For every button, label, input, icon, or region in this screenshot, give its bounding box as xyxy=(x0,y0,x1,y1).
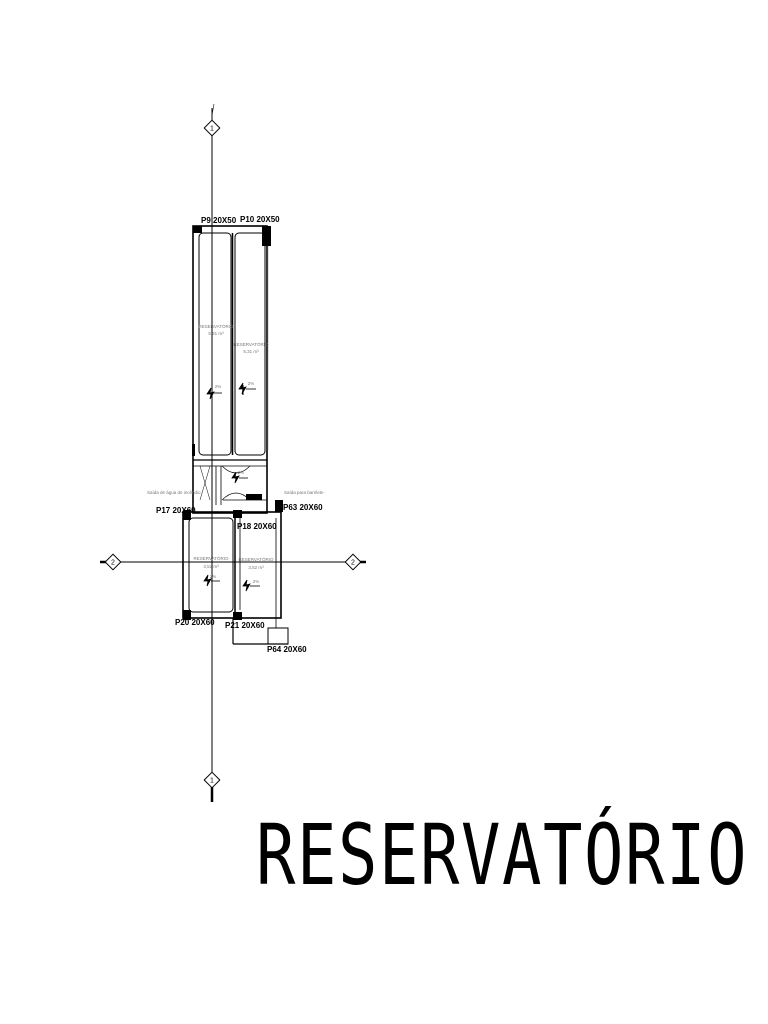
label-p64: P64 20X60 xyxy=(267,645,307,654)
pillar-p9 xyxy=(193,226,202,233)
label-p21: P21 20X60 xyxy=(225,621,265,630)
page-title: RESERVATÓRIO xyxy=(256,806,749,904)
reservoir-name-upper-right: RESERVATÓRIO xyxy=(233,341,269,347)
axis-marker-bottom xyxy=(203,771,221,789)
reservoir-volume-upper-left: 5,31 m³ xyxy=(208,331,224,336)
reservoir-slope-upper-left: 2% xyxy=(215,384,222,389)
label-p18: P18 20X60 xyxy=(237,522,277,531)
reservoir-name-upper-left: RESERVATÓRIO xyxy=(198,323,234,329)
lower-pillars xyxy=(183,500,283,620)
note-left: Saída de água de incêndio xyxy=(147,490,201,495)
pillar-p63 xyxy=(275,500,283,512)
label-p63: P63 20X60 xyxy=(283,503,323,512)
axis-label-right: 2 xyxy=(351,560,355,567)
slope-arrows xyxy=(203,382,260,592)
upper-reservoir-walls xyxy=(192,225,269,514)
label-p10: P10 20X50 xyxy=(240,215,280,224)
lower-reservoir-walls xyxy=(182,511,289,645)
axis-vertical xyxy=(203,103,221,802)
pillar-p17 xyxy=(183,510,191,520)
pillar-p20 xyxy=(183,610,191,620)
middle-slope: 2% xyxy=(238,470,245,475)
axis-marker-right xyxy=(344,553,362,571)
reservoir-volume-lower-left: 3,52 m³ xyxy=(203,564,219,569)
axis-label-bottom: 1 xyxy=(210,778,214,785)
label-p20: P20 20X60 xyxy=(175,618,215,627)
pipe-fitting xyxy=(246,494,262,500)
reservoir-volume-upper-right: 5,31 m³ xyxy=(243,349,259,354)
pillar-p21 xyxy=(233,612,242,620)
reservoir-name-lower-left: RESERVATÓRIO xyxy=(193,555,229,561)
label-p9: P9 20X50 xyxy=(201,216,237,225)
axis-label-top: 1 xyxy=(210,126,214,133)
pillar-p10 xyxy=(262,226,271,246)
label-p17: P17 20X60 xyxy=(156,506,196,515)
reservoir-slope-lower-right: 2% xyxy=(253,579,260,584)
axis-marker-left xyxy=(104,553,122,571)
pillar-p18 xyxy=(233,510,242,518)
reservoir-name-lower-right: RESERVATÓRIO xyxy=(238,556,274,562)
axis-label-left: 2 xyxy=(111,560,115,567)
note-right: Saída para barrilete xyxy=(284,490,324,495)
reservoir-slope-lower-left: 2% xyxy=(210,574,217,579)
axis-marker-top xyxy=(203,119,221,137)
reservoir-slope-upper-right: 2% xyxy=(248,381,255,386)
reservoir-volume-lower-right: 3,52 m³ xyxy=(248,565,264,570)
